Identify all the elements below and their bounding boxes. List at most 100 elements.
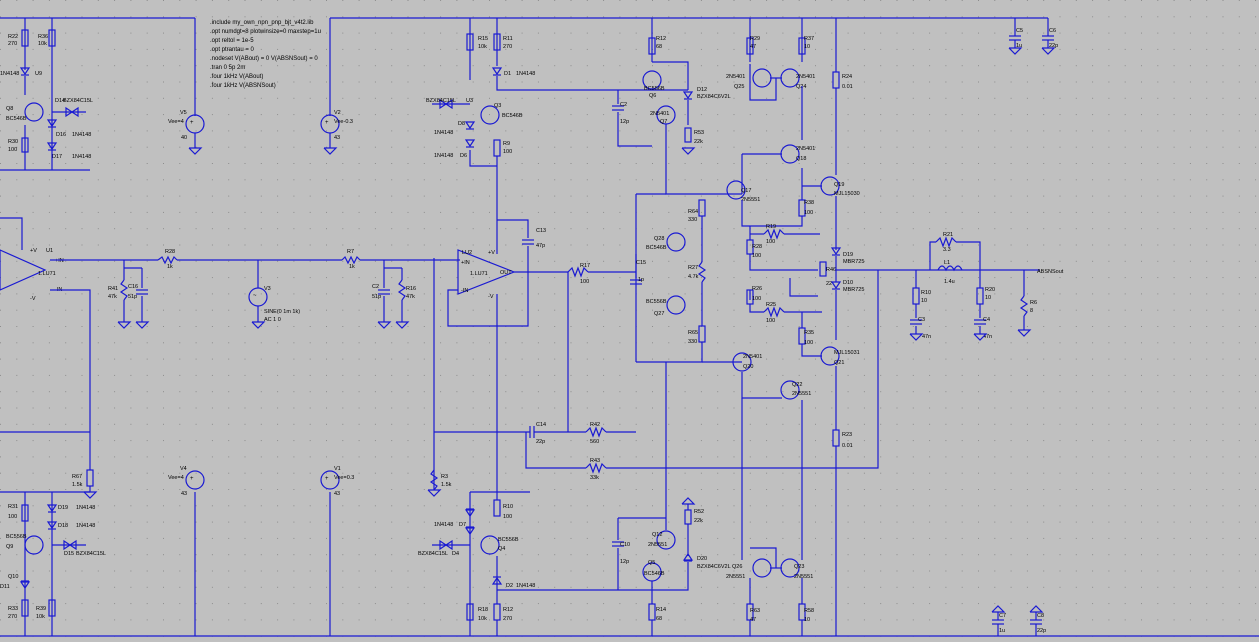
u1-vp: +V: [30, 248, 37, 254]
d19-out-model: MBR725: [843, 259, 864, 265]
output-stage-lower[interactable]: R26 100 R25 100 R35 100 2N5401 Q20 MJL15…: [726, 286, 860, 636]
r46-value: 22: [826, 281, 832, 287]
bias-spreader[interactable]: R64 330 Q28 BC546B R27 4.7k C15 1p BC556…: [630, 199, 742, 363]
v4-ref: V4: [180, 466, 187, 472]
d20-label: D20: [697, 556, 707, 562]
c8-value: 22p: [1037, 628, 1046, 634]
r36-value: 10k: [38, 41, 47, 47]
q24-model: 2N5401: [796, 74, 815, 80]
directive-opt-reltol[interactable]: .opt reltol = 1e-5: [210, 38, 254, 44]
directive-include[interactable]: .include my_own_npn_pnp_bjt_v4t2.lib: [210, 20, 314, 26]
r20-value: 10: [985, 295, 991, 301]
r52-label: R52: [694, 509, 704, 515]
d15-model: BZX84C15L: [76, 551, 106, 557]
q17-model: 2N5551: [741, 197, 760, 203]
directive-nodeset[interactable]: .nodeset V(ABout) = 0 V(ABSNSout) = 0: [210, 56, 318, 62]
r43-value: 33k: [590, 475, 599, 481]
feedback-network[interactable]: C14 22p R42 560 R43 33k R3 1.5k: [429, 258, 879, 491]
u2-ref: LU2: [462, 250, 472, 256]
directive-opt-ptrantau[interactable]: .opt ptrantau = 0: [210, 47, 255, 53]
q20-model: 2N5401: [743, 354, 762, 360]
r27-value: 4.7k: [688, 274, 699, 280]
spice-directives[interactable]: .include my_own_npn_pnp_bjt_v4t2.lib .op…: [210, 20, 321, 89]
d14-label: D14: [55, 98, 65, 104]
l1-label: L1: [944, 260, 950, 266]
q12-model: 2N5551: [648, 542, 667, 548]
q23-label: Q23: [794, 564, 804, 570]
d2-model: 1N4148: [516, 583, 535, 589]
r63-value: 47: [750, 617, 756, 623]
c14-value: 22p: [536, 439, 545, 445]
directive-four-absnsout[interactable]: .four 1kHz V(ABSNSout): [210, 83, 276, 89]
r21-value: 3.3: [943, 247, 951, 253]
source-v2[interactable]: + V2 Vee-0.3 43: [320, 110, 353, 148]
svg-text:+: +: [325, 476, 329, 482]
r26-out-value: 100: [752, 296, 761, 302]
q19-model: MJL15030: [834, 191, 860, 197]
r38-label: R38: [804, 200, 814, 206]
vas-upper-stage[interactable]: R12 68 BC556B Q6 D12 BZX84C6V2L C2 12p 2…: [612, 18, 742, 362]
c3-label: C3: [918, 317, 925, 323]
d17-model: 1N4148: [72, 154, 91, 160]
directive-four-about[interactable]: .four 1kHz V(ABout): [210, 74, 263, 80]
r14-value: 68: [656, 616, 662, 622]
source-v4[interactable]: + V4 Vee=4 43: [168, 466, 205, 497]
output-node[interactable]: D19 MBR725 R46 22 D10 MBR725 R10 10 C3 4…: [789, 196, 1064, 341]
upper-driver-stage[interactable]: R15 10k R11 270 D1 1N4148 BZX84C15L U3 D…: [426, 18, 688, 220]
supply-decoupling[interactable]: C5 1u C6 22p C7 1u C8 22p: [991, 28, 1058, 636]
svg-text:+: +: [190, 476, 194, 482]
r43-label: R43: [590, 458, 600, 464]
r17-label: R17: [580, 263, 590, 269]
d11-label: D11: [0, 584, 10, 590]
r63-label: R63: [750, 608, 760, 614]
q25-label: Q25: [734, 84, 744, 90]
source-v5[interactable]: + V5 Vee=4 40: [168, 110, 205, 148]
r36-out-value: 100: [804, 340, 813, 346]
c4-value: 47n: [983, 334, 992, 340]
c13-label: C13: [536, 228, 546, 234]
d14-model: BZX84C15L: [63, 98, 93, 104]
c16-value: 51p: [128, 294, 137, 300]
opamp-u2[interactable]: LU2 +V +IN 1.LU71 -IN OUT -V C13 47p R17…: [447, 219, 636, 327]
left-upper-current-mirror[interactable]: R22 270 R36 10k 1N4148 U9 Q8 BC546B D14 …: [0, 18, 93, 171]
q5-model: BC546B: [644, 571, 665, 577]
lower-driver-stage[interactable]: R10 100 1N4148 D7 BC556B Q4 BZX84C15L D4…: [418, 326, 652, 636]
q20-label: Q20: [743, 364, 753, 370]
absnsout-net-label[interactable]: ABSNSout: [1037, 269, 1064, 275]
r7-value: 1k: [349, 264, 355, 270]
c14-label: C14: [536, 422, 546, 428]
r67-label: R67: [72, 474, 82, 480]
d8-label: D8: [458, 121, 465, 127]
d9-ref: U9: [35, 71, 42, 77]
r12-value: 68: [656, 44, 662, 50]
q21-label: Q21: [834, 360, 844, 366]
r10-drv-value: 100: [503, 514, 512, 520]
opamp-u1[interactable]: +V U1 1.LU71 +IN -IN -V R67 1.5k: [0, 217, 94, 492]
vas-lower-stage[interactable]: R52 22k D20 BZX84C6V2L Q12 2N5551 C10 12…: [612, 362, 731, 636]
r37-label: R37: [804, 36, 814, 42]
r22-value: 270: [8, 41, 17, 47]
d10-label: D10: [843, 280, 853, 286]
r64-label: R64: [688, 209, 698, 215]
r26-out-label: R26: [752, 286, 762, 292]
output-stage-upper[interactable]: R29 47 R37 10 2N5401 Q25 2N5401 Q24 2N54…: [726, 18, 860, 271]
r15-value: 10k: [478, 44, 487, 50]
q18-model: 2N5401: [796, 146, 815, 152]
d19-label: D19: [58, 505, 68, 511]
c6-label: C6: [1049, 28, 1056, 34]
d20-model: BZX84C6V2L: [697, 564, 731, 570]
ground-symbol: [323, 147, 338, 155]
directive-tran[interactable]: .tran 0 5p 2m: [210, 65, 245, 71]
directive-opt-numdgt[interactable]: .opt numdgt=8 plotwinsize=0 maxstep=1u: [210, 29, 321, 35]
r16-label: R16: [406, 286, 416, 292]
r42-value: 560: [590, 439, 599, 445]
left-lower-current-mirror[interactable]: R31 100 D19 1N4148 D18 1N4148 BC556B Q9 …: [0, 491, 106, 636]
r31-value: 100: [8, 514, 17, 520]
input-network[interactable]: R28 1k R7 1k R41 47k C16 51p ~ V3 SINE(0…: [68, 249, 460, 329]
source-v1[interactable]: + V1 Vee=0.3 43: [320, 466, 354, 497]
d6-label: D6: [460, 153, 467, 159]
d6-model: 1N4148: [434, 153, 453, 159]
q28-label: Q28: [654, 236, 664, 242]
